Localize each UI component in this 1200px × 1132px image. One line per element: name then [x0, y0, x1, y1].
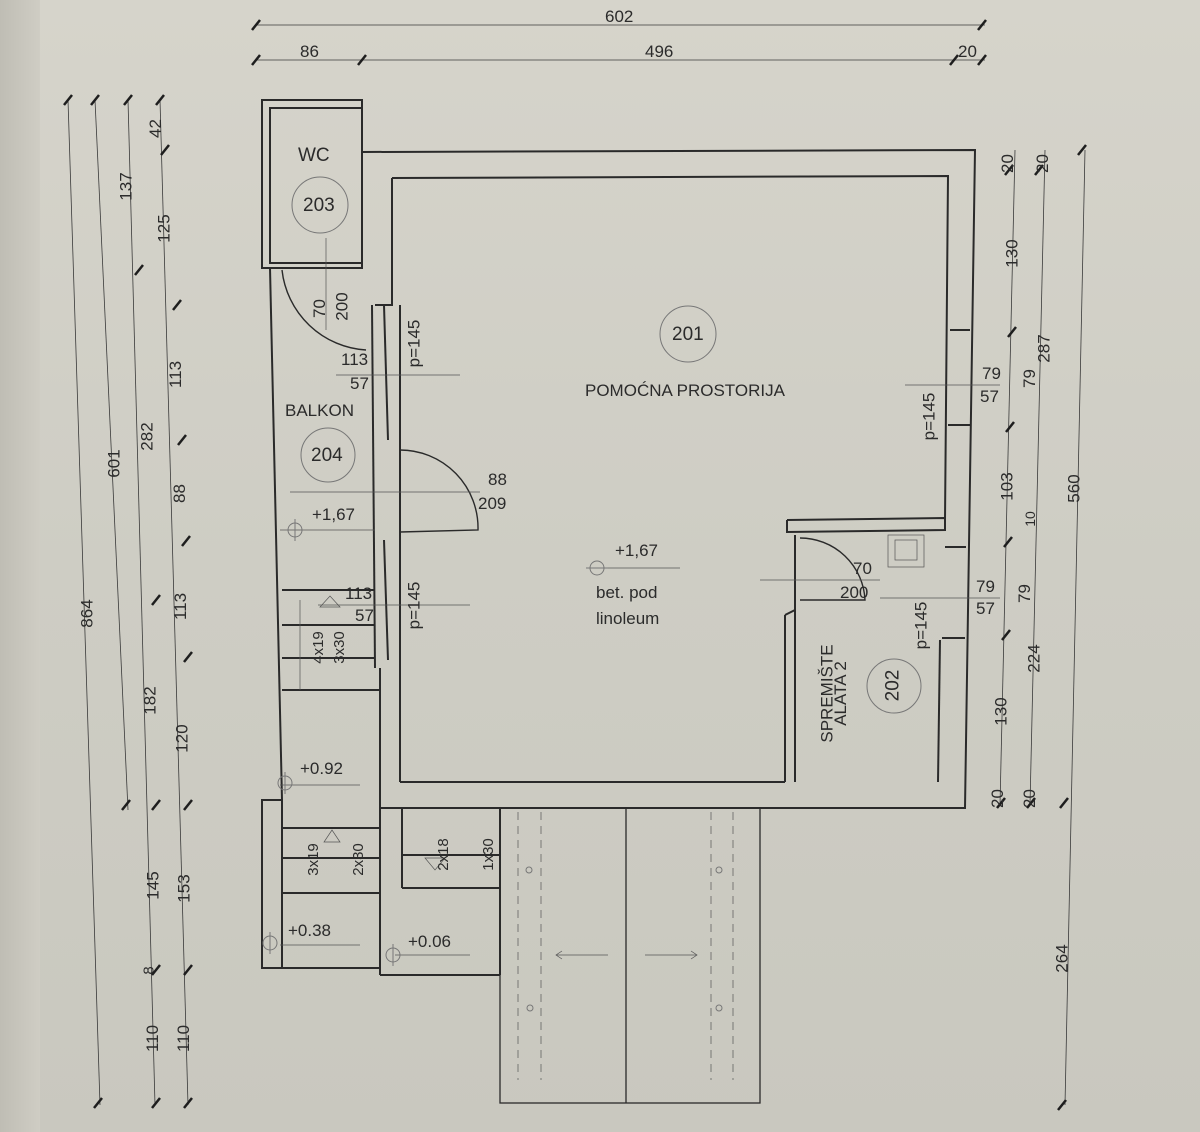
- door-storage-height: 200: [840, 583, 869, 602]
- door-storage-width: 70: [853, 559, 872, 578]
- dim-left-42: 42: [145, 119, 165, 138]
- dim-right-20c: 20: [987, 789, 1007, 808]
- dim-left-120: 120: [172, 724, 192, 753]
- stair-upper-rise: 4x19: [309, 631, 327, 664]
- dim-left-137: 137: [116, 172, 136, 201]
- dim-right-224: 224: [1024, 644, 1044, 673]
- win-left-upper-h: 57: [350, 374, 369, 393]
- dim-right-20b: 20: [1032, 154, 1052, 173]
- door-wc-height: 200: [332, 292, 352, 321]
- dim-right-57a: 57: [980, 387, 999, 406]
- dim-top-86: 86: [300, 42, 319, 61]
- dim-left-110b: 110: [174, 1024, 194, 1053]
- stair-lower-rise: 2x18: [434, 838, 452, 871]
- win-left-lower-parapet: p=145: [404, 581, 424, 630]
- stair-upper-run: 3x30: [330, 631, 348, 664]
- win-right-lower-parapet: p=145: [911, 601, 931, 650]
- door-main-width: 88: [488, 470, 507, 489]
- dim-left-125: 125: [154, 214, 174, 243]
- door-wc-width: 70: [309, 299, 329, 318]
- dim-left-110a: 110: [143, 1024, 163, 1053]
- dim-right-57b: 57: [976, 599, 995, 618]
- dim-right-130b: 130: [991, 697, 1011, 726]
- room-201-number: 201: [672, 324, 704, 345]
- door-main-height: 209: [478, 494, 507, 513]
- dim-right-560: 560: [1064, 474, 1084, 503]
- dim-left-601: 601: [104, 449, 124, 478]
- stair-middle-rise: 3x19: [304, 843, 322, 876]
- dim-left-113a: 113: [166, 360, 186, 389]
- dim-left-282: 282: [137, 422, 157, 451]
- room-203-number: 203: [303, 195, 335, 216]
- room-wc-name: WC: [298, 145, 330, 166]
- dim-left-88: 88: [169, 484, 189, 503]
- level-ground: +0.06: [408, 932, 452, 951]
- win-left-lower-w: 113: [345, 584, 373, 603]
- room-201-name: POMOĆNA PROSTORIJA: [585, 381, 785, 400]
- dim-left-145: 145: [143, 871, 163, 900]
- dim-right-10: 10: [1021, 511, 1038, 527]
- win-left-upper-w: 113: [341, 350, 369, 369]
- room-balkon-name: BALKON: [285, 401, 354, 420]
- floor-material-2: linoleum: [596, 609, 660, 628]
- paper-edge: [0, 0, 40, 1132]
- stair-lower-run: 1x30: [479, 838, 497, 871]
- dim-right-79a-top: 79: [982, 364, 1001, 383]
- room-204-number: 204: [311, 445, 343, 466]
- level-balkon: +1,67: [312, 505, 356, 524]
- win-left-upper-parapet: p=145: [404, 319, 424, 368]
- dim-right-79a: 79: [1019, 369, 1039, 388]
- dim-right-20d: 20: [1019, 789, 1039, 808]
- win-left-lower-h: 57: [355, 606, 374, 625]
- win-right-upper-parapet: p=145: [919, 392, 939, 441]
- dim-left-8: 8: [140, 966, 158, 975]
- level-landing: +0.92: [300, 759, 344, 778]
- room-202-number: 202: [882, 669, 904, 702]
- dim-top-total: 602: [605, 7, 634, 26]
- dim-left-113b: 113: [171, 592, 191, 621]
- room-202-name-2: ALATA 2: [830, 661, 850, 726]
- dim-left-182: 182: [140, 686, 160, 715]
- dim-right-264: 264: [1052, 944, 1072, 973]
- dim-right-130a: 130: [1002, 239, 1022, 268]
- dim-right-79b-top: 79: [976, 577, 995, 596]
- dim-right-20a: 20: [997, 154, 1017, 173]
- dim-top-20: 20: [958, 42, 977, 61]
- dim-top-496: 496: [645, 42, 674, 61]
- floor-material-1: bet. pod: [596, 583, 658, 602]
- level-lower-left: +0.38: [288, 921, 332, 940]
- dim-right-79b: 79: [1014, 584, 1034, 603]
- dim-left-153: 153: [174, 874, 194, 903]
- dim-right-103: 103: [997, 472, 1017, 501]
- dim-right-287: 287: [1034, 334, 1054, 363]
- stair-middle-run: 2x30: [349, 843, 367, 876]
- level-main: +1,67: [615, 541, 659, 560]
- dim-left-864: 864: [77, 599, 97, 628]
